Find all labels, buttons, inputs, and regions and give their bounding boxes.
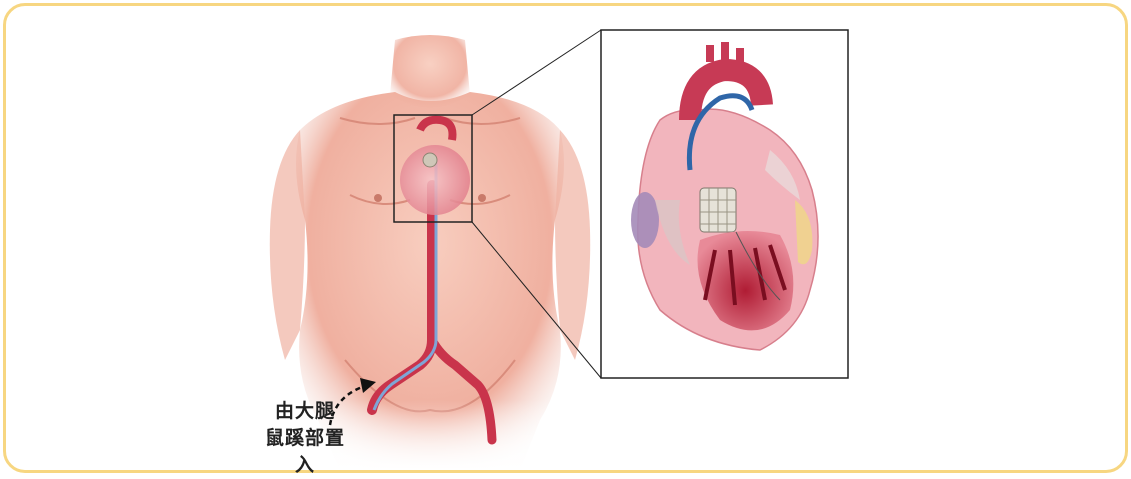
caption-line-1: 由大腿 <box>260 398 350 425</box>
caption-line-2: 鼠蹊部置入 <box>260 425 350 479</box>
zoom-line-top <box>472 30 601 115</box>
heart-detail-inset <box>601 30 848 378</box>
valve-stent-icon <box>700 188 736 232</box>
insertion-caption: 由大腿 鼠蹊部置入 <box>260 398 350 479</box>
